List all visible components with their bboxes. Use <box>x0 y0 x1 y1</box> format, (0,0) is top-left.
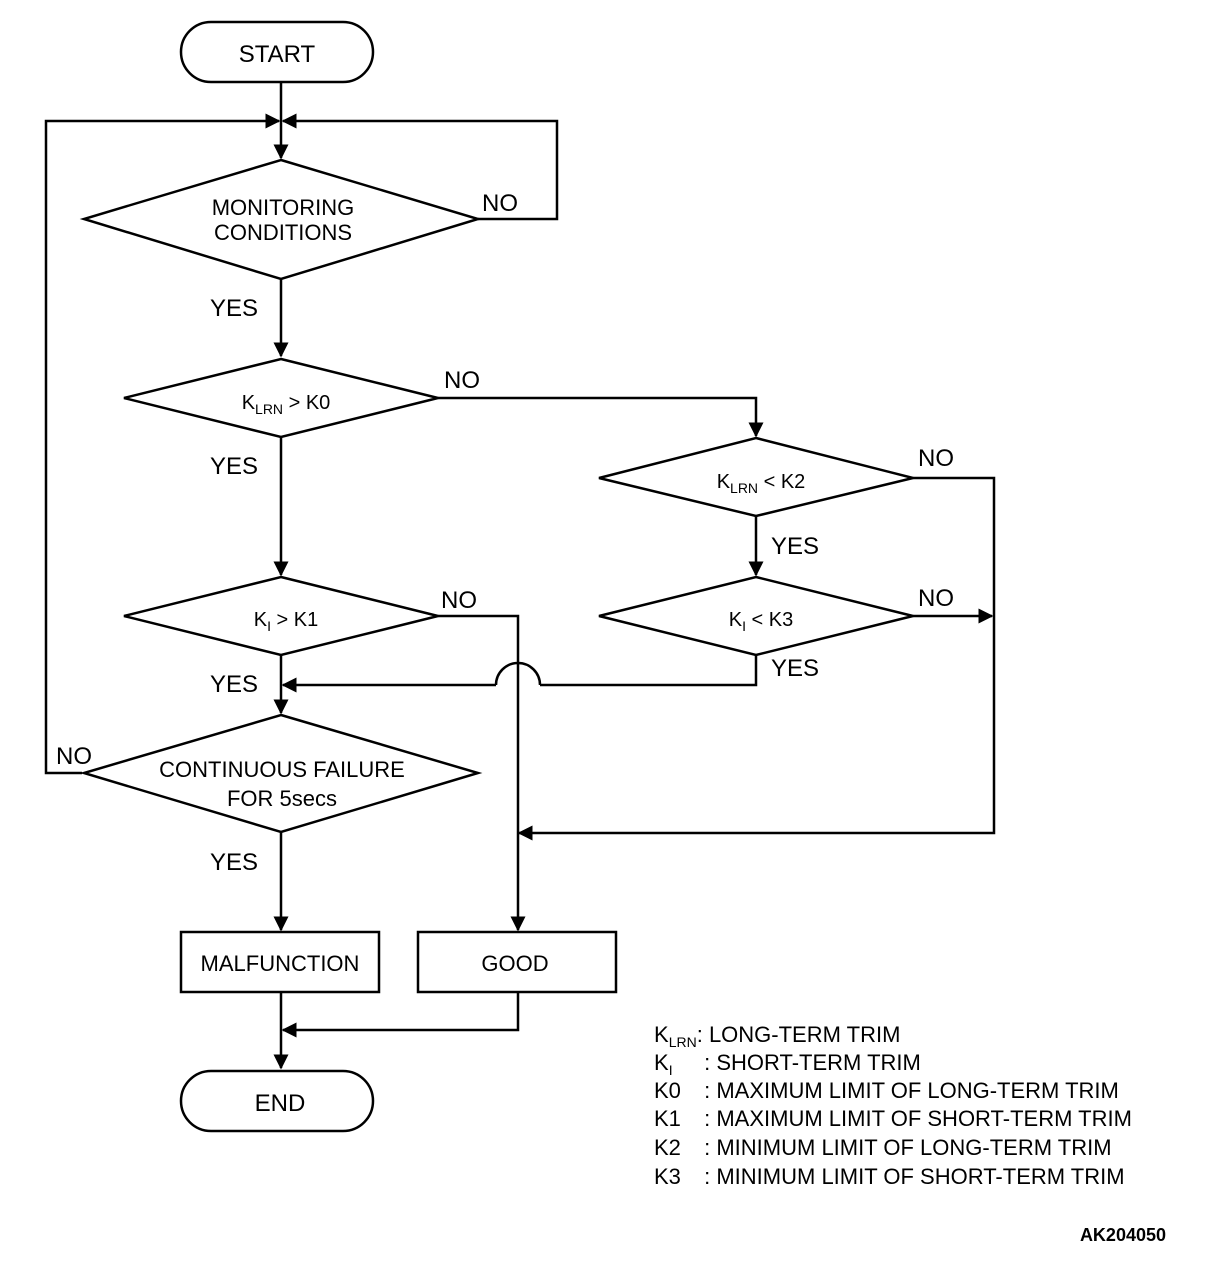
continuous-line-1: CONTINUOUS FAILURE <box>159 757 405 782</box>
klrn-lt-k2-decision: KLRN < K2 <box>598 436 914 518</box>
good-label: GOOD <box>481 951 548 976</box>
malfunction-label: MALFUNCTION <box>201 951 360 976</box>
legend-row: K0 : MAXIMUM LIMIT OF LONG-TERM TRIM <box>654 1078 1119 1103</box>
continuous-line-2: FOR 5secs <box>227 786 337 811</box>
no-label-k0: NO <box>444 367 480 394</box>
no-label-k3: NO <box>918 585 954 612</box>
monitoring-line-2: CONDITIONS <box>214 220 352 245</box>
legend: KLRN: LONG-TERM TRIM KI : SHORT-TERM TRI… <box>654 1022 1132 1189</box>
no-label-monitoring: NO <box>482 190 518 217</box>
continuous-failure-decision: CONTINUOUS FAILURE FOR 5secs <box>79 713 483 834</box>
start-label: START <box>239 41 316 68</box>
legend-row: KI : SHORT-TERM TRIM <box>654 1050 921 1078</box>
ki-gt-k1-decision: KI > K1 <box>123 575 439 657</box>
legend-row: KLRN: LONG-TERM TRIM <box>654 1022 900 1050</box>
monitoring-line-1: MONITORING <box>212 195 355 220</box>
klrn-gt-k0-label: KLRN > K0 <box>242 392 331 417</box>
branch-labels: NO YES NO YES NO YES NO NO YES YES NO YE… <box>56 190 954 876</box>
end-terminal: END <box>179 1069 375 1133</box>
legend-row: K2 : MINIMUM LIMIT OF LONG-TERM TRIM <box>654 1135 1112 1160</box>
klrn-gt-k0-decision: KLRN > K0 <box>123 357 439 439</box>
ki-gt-k1-label: KI > K1 <box>254 609 319 634</box>
monitoring-conditions-decision: MONITORING CONDITIONS <box>79 158 483 281</box>
no-label-k2: NO <box>918 445 954 472</box>
no-label-k1: NO <box>441 587 477 614</box>
yes-label-k1: YES <box>210 671 258 698</box>
legend-row: K1 : MAXIMUM LIMIT OF SHORT-TERM TRIM <box>654 1106 1132 1131</box>
figure-code: AK204050 <box>1080 1225 1166 1245</box>
yes-label-continuous: YES <box>210 849 258 876</box>
no-label-continuous: NO <box>56 743 92 770</box>
yes-label-monitoring: YES <box>210 295 258 322</box>
connectors <box>44 82 996 1070</box>
yes-label-k0: YES <box>210 453 258 480</box>
klrn-lt-k2-label: KLRN < K2 <box>717 471 806 496</box>
ki-lt-k3-label: KI < K3 <box>729 609 794 634</box>
good-box: GOOD <box>416 930 618 994</box>
start-terminal: START <box>179 20 375 84</box>
end-label: END <box>255 1090 306 1117</box>
malfunction-box: MALFUNCTION <box>179 930 381 994</box>
ki-lt-k3-decision: KI < K3 <box>598 575 914 657</box>
yes-label-k2: YES <box>771 533 819 560</box>
yes-label-k3: YES <box>771 655 819 682</box>
legend-row: K3 : MINIMUM LIMIT OF SHORT-TERM TRIM <box>654 1164 1125 1189</box>
